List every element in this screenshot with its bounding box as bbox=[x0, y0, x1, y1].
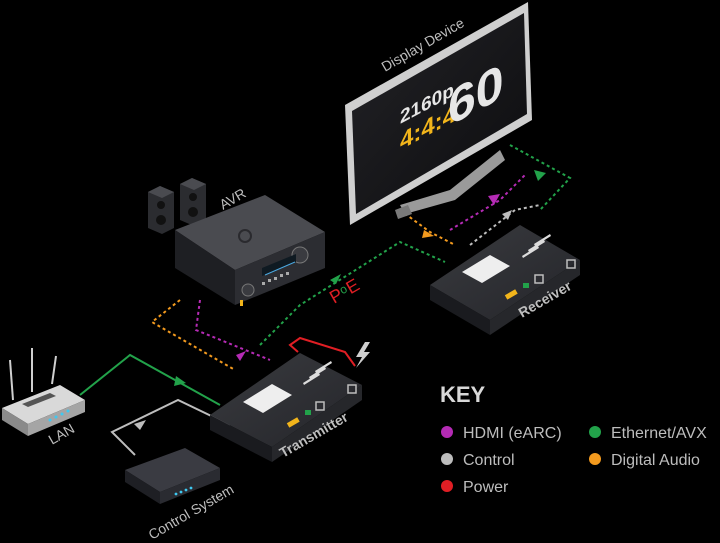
ethernet-line-lan-transmitter bbox=[79, 353, 221, 406]
hdmi-line-receiver-display bbox=[449, 174, 526, 231]
control-line-controller-transmitter bbox=[110, 398, 231, 456]
display-stand bbox=[400, 150, 505, 214]
legend-dot-ethernet bbox=[589, 426, 601, 438]
hdmi-line-avr-transmitter bbox=[194, 299, 271, 361]
legend-label-audio: Digital Audio bbox=[611, 452, 700, 469]
display-device: Display Device 2160p 4:4:4 60 bbox=[345, 2, 532, 225]
arrow-ethernet-lan bbox=[174, 376, 186, 386]
legend-label-ethernet: Ethernet/AVX bbox=[611, 425, 707, 442]
legend-item-hdmi: HDMI (eARC) bbox=[441, 425, 562, 442]
control-system-device: Control System bbox=[125, 448, 236, 543]
legend-item-control: Control bbox=[441, 452, 515, 469]
legend-dot-power bbox=[441, 480, 453, 492]
legend: KEY HDMI (eARC) Ethernet/AVX Control Dig… bbox=[440, 382, 707, 496]
display-screen bbox=[352, 13, 527, 214]
arrow-control-controller bbox=[134, 420, 146, 430]
audio-line-display-receiver bbox=[399, 209, 456, 246]
legend-dot-audio bbox=[589, 453, 601, 465]
legend-label-control: Control bbox=[463, 452, 515, 469]
legend-dot-hdmi bbox=[441, 426, 453, 438]
speakers bbox=[148, 178, 206, 234]
legend-dot-control bbox=[441, 453, 453, 465]
legend-title: KEY bbox=[440, 382, 486, 407]
avr-device: AVR bbox=[175, 185, 325, 306]
arrow-hdmi-display bbox=[488, 194, 500, 205]
legend-item-ethernet: Ethernet/AVX bbox=[589, 425, 707, 442]
ethernet-line-transmitter-receiver bbox=[259, 240, 446, 346]
transmitter-device: Transmitter bbox=[210, 353, 362, 462]
audio-line-avr-transmitter bbox=[150, 299, 236, 371]
legend-label-hdmi: HDMI (eARC) bbox=[463, 425, 562, 442]
legend-item-power: Power bbox=[441, 479, 509, 496]
arrow-audio-display bbox=[422, 230, 434, 238]
legend-item-audio: Digital Audio bbox=[589, 452, 700, 469]
connections bbox=[79, 144, 572, 456]
arrow-ethernet-poe bbox=[330, 274, 341, 284]
legend-label-power: Power bbox=[463, 479, 509, 496]
arrow-ethernet-display bbox=[534, 170, 546, 181]
lightning-icon bbox=[356, 342, 370, 368]
lan-router: LAN bbox=[2, 348, 85, 448]
speaker-left bbox=[148, 186, 174, 234]
power-line-transmitter bbox=[288, 336, 356, 367]
ethernet-line-display-receiver bbox=[509, 144, 572, 211]
receiver-device: Receiver bbox=[430, 225, 580, 335]
arrow-hdmi-avr bbox=[236, 351, 246, 361]
arrow-control-display bbox=[502, 210, 512, 220]
control-line-receiver-display bbox=[469, 204, 541, 246]
speaker-right bbox=[180, 178, 206, 226]
